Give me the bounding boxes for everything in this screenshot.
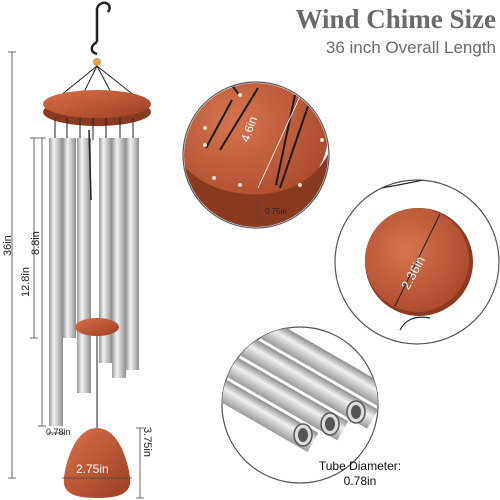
sail-height-label: 3.75in bbox=[141, 427, 153, 457]
tube-5 bbox=[112, 138, 126, 378]
tube-caption-line2: 0.78in bbox=[343, 474, 377, 488]
short-tube-label: 8.8in bbox=[30, 231, 42, 255]
page-subtitle: 36 inch Overall Length bbox=[325, 38, 496, 57]
page-title: Wind Chime Size bbox=[295, 4, 496, 34]
top-disc-detail bbox=[182, 81, 330, 229]
wind-sail bbox=[63, 428, 131, 498]
tube-3 bbox=[77, 138, 91, 393]
tube-strings bbox=[54, 118, 134, 140]
top-disc bbox=[43, 90, 151, 126]
tube-width-label: 0.78in bbox=[46, 427, 71, 437]
hanger-hook bbox=[54, 1, 141, 101]
long-tube-label: 12.8in bbox=[20, 267, 32, 297]
tube-diameter-caption: Tube Diameter: 0.78in bbox=[300, 459, 420, 489]
bead bbox=[93, 58, 101, 66]
sail-width-label: 2.75in bbox=[76, 462, 109, 476]
tube-caption-line1: Tube Diameter: bbox=[318, 459, 402, 473]
striker-detail bbox=[334, 179, 500, 345]
dimension-lines bbox=[8, 51, 144, 499]
tube-4 bbox=[99, 138, 112, 363]
tubes bbox=[49, 129, 139, 426]
tube-6 bbox=[126, 138, 139, 370]
tube-2 bbox=[63, 138, 76, 338]
overall-length-label: 36in bbox=[2, 235, 14, 256]
striker bbox=[75, 318, 119, 336]
tube-1 bbox=[49, 138, 63, 426]
tube-detail bbox=[221, 326, 379, 484]
top-thickness-label: 0.75in bbox=[265, 207, 287, 216]
